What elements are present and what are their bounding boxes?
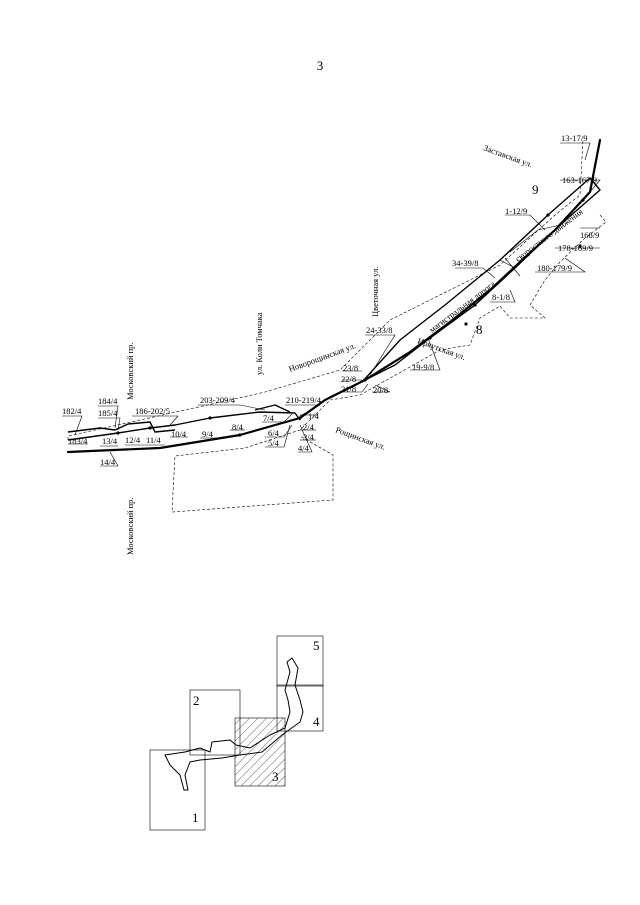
label-20-8: 20/8 bbox=[373, 385, 388, 395]
label-182-4: 182/4 bbox=[62, 406, 82, 416]
label-203-209-4: 203-209/4 bbox=[200, 395, 236, 405]
label-10-4: 10/4 bbox=[171, 429, 187, 439]
label-8-1-8: 8-1/8 bbox=[492, 292, 510, 302]
label-19-9-8: 19-9/8 bbox=[412, 362, 434, 372]
label-23-8: 23/8 bbox=[343, 363, 358, 373]
highway-corridor bbox=[362, 177, 601, 382]
label-7-4: 7/4 bbox=[263, 413, 275, 423]
label-24-33-8: 24-33/8 bbox=[366, 325, 392, 335]
label-210-219-4: 210-219/4 bbox=[286, 395, 322, 405]
label-34-39-8: 34-39/8 bbox=[452, 258, 478, 268]
street-label-roshchinskaya: Рощинская ул. bbox=[334, 424, 387, 451]
sheet-number-5: 5 bbox=[313, 638, 320, 653]
node-marks bbox=[116, 198, 585, 437]
label-186-202-5: 186-202/5 bbox=[135, 406, 170, 416]
upper-branch-line bbox=[67, 404, 291, 433]
label-2-4: 2/4 bbox=[303, 422, 315, 432]
street-label-kolya-tomchak: ул. Коли Томчака bbox=[254, 312, 264, 375]
label-9-4: 9/4 bbox=[202, 429, 214, 439]
sheet-4-frame bbox=[276, 684, 324, 732]
road-label-magistral: магистральная дорога bbox=[427, 279, 497, 335]
label-8-4: 8/4 bbox=[232, 422, 244, 432]
street-label-zastavskaya: Заставская ул. bbox=[482, 142, 534, 169]
sheet-number-2: 2 bbox=[193, 693, 200, 708]
label-178-169-9: 178-169/9 bbox=[558, 243, 593, 253]
sheet-5-frame bbox=[276, 635, 324, 687]
label-3-4: 3/4 bbox=[303, 432, 315, 442]
street-label-moskovsky-bottom: Московский пр. bbox=[125, 497, 135, 555]
label-12-4: 12/4 bbox=[125, 435, 141, 445]
sheet-ref-8: 8 bbox=[476, 322, 483, 337]
sheet-index-map: 1 2 3 4 5 bbox=[149, 635, 324, 831]
sheet-number-1: 1 bbox=[192, 810, 199, 825]
label-6-4: 6/4 bbox=[268, 428, 280, 438]
sheet-ref-9: 9 bbox=[532, 182, 539, 197]
label-1-4: 1/4 bbox=[308, 411, 320, 421]
street-label-irkutskaya: Иркутская ул. bbox=[416, 335, 467, 362]
sheet-number-4: 4 bbox=[313, 714, 320, 729]
street-label-moskovsky-top: Московский пр. bbox=[125, 342, 135, 400]
sheet-1-frame bbox=[149, 749, 206, 831]
index-route-outline bbox=[164, 657, 304, 791]
label-1-12-9: 1-12/9 bbox=[505, 206, 527, 216]
boundary-outline bbox=[67, 139, 607, 513]
leader-lines bbox=[62, 142, 601, 467]
label-14-4: 14/4 bbox=[100, 457, 116, 467]
parallel-route-line bbox=[67, 411, 301, 441]
page-number: 3 bbox=[316, 58, 324, 73]
label-163-167-9: 163-167/9 bbox=[562, 175, 597, 185]
label-22-8: 22/8 bbox=[341, 374, 356, 384]
label-180-179-9: 180-179/9 bbox=[537, 263, 572, 273]
sheet-number-3: 3 bbox=[272, 769, 279, 784]
street-label-tsvetochnaya: Цветочная ул. bbox=[370, 267, 380, 317]
label-184-4: 184/4 bbox=[98, 396, 118, 406]
label-185-4: 185/4 bbox=[98, 408, 118, 418]
label-21-8: 21/8 bbox=[341, 384, 356, 394]
label-168-9: 168/9 bbox=[580, 230, 599, 240]
label-5-4: 5/4 bbox=[268, 438, 280, 448]
label-13-17-9: 13-17/9 bbox=[561, 133, 587, 143]
label-11-4: 11/4 bbox=[146, 435, 162, 445]
label-183-4: 183/4 bbox=[68, 436, 88, 446]
label-4-4: 4/4 bbox=[298, 443, 310, 453]
corridor-inner bbox=[504, 224, 561, 277]
label-13-4: 13/4 bbox=[102, 436, 118, 446]
picket-labels: 13-17/9 163-167/9 1-12/9 168/9 178-169/9… bbox=[62, 133, 599, 467]
